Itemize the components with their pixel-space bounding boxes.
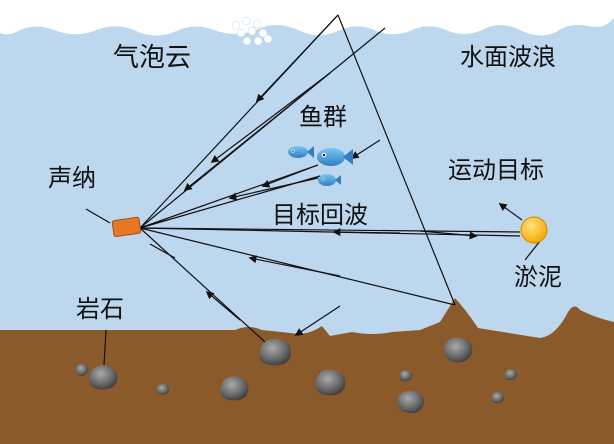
fish-school-label: 鱼群	[299, 103, 347, 131]
leader-sludge	[524, 240, 541, 261]
ray-seabed-1-head	[248, 255, 341, 277]
ray-seabed-3-head	[294, 305, 341, 336]
sludge-label: 淤泥	[514, 263, 562, 291]
ray-fish-1-head	[261, 167, 311, 188]
acoustic-rays	[85, 14, 541, 366]
ray-target-out	[139, 227, 521, 233]
sonar-transducer-icon	[111, 216, 142, 237]
ray-surface-2-head	[210, 72, 331, 163]
target-sun-icon	[520, 216, 548, 244]
leader-rock	[103, 329, 107, 366]
ray-fish-3-head	[350, 139, 381, 159]
surface-waves-label: 水面波浪	[460, 43, 556, 71]
bubble-icon	[231, 16, 273, 46]
ray-seabed-2	[139, 227, 266, 343]
sonar-label: 声纳	[48, 164, 96, 192]
fish-icon	[288, 146, 353, 186]
surface-waves	[0, 0, 614, 36]
ray-surface-1-head	[255, 14, 339, 103]
ray-surface-to-seabed	[337, 14, 456, 306]
target-motion-arrow	[498, 203, 523, 221]
ray-target-back	[139, 227, 521, 237]
bubble-cloud-label: 气泡云	[113, 43, 192, 73]
ray-surface-3-head	[183, 72, 331, 192]
ray-target-back-head	[332, 228, 401, 237]
moving-target-label: 运动目标	[448, 156, 544, 184]
leader-sonar-2	[149, 243, 176, 259]
ray-fish-2-head	[228, 177, 319, 201]
rock-label: 岩石	[76, 295, 124, 323]
ray-seabed-1	[139, 227, 456, 306]
seabed	[0, 298, 614, 444]
leader-sonar	[85, 208, 111, 224]
rock-icon	[75, 337, 517, 414]
target-echo-label: 目标回波	[272, 201, 368, 229]
ray-seabed-2-head	[205, 290, 241, 321]
